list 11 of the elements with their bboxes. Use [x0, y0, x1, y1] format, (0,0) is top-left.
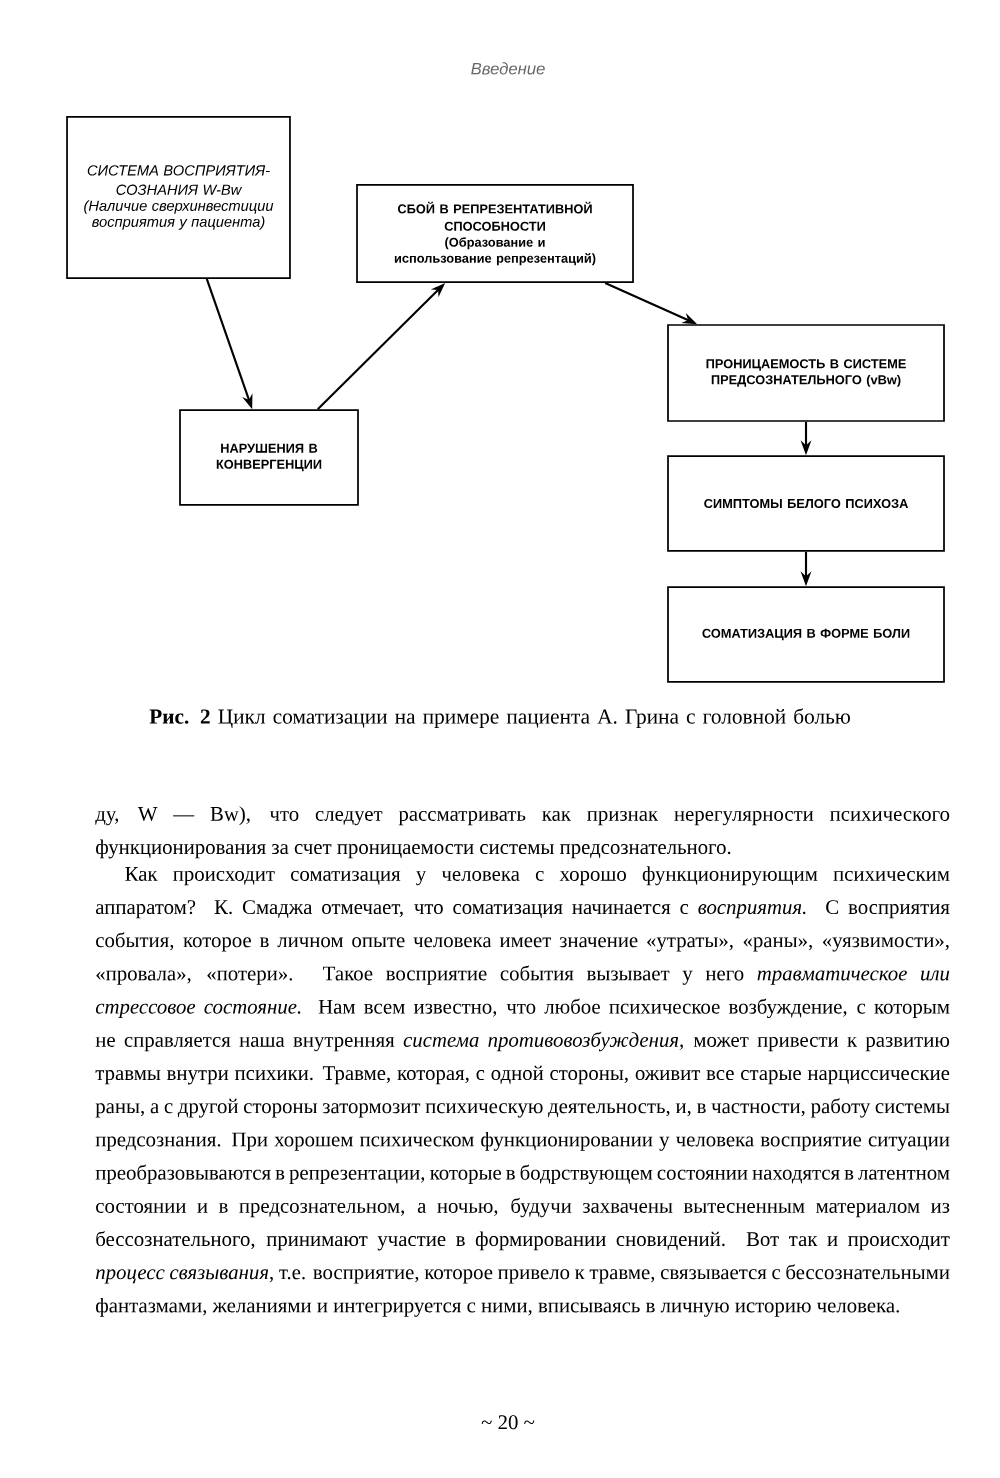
process-box: НАРУШЕНИЯ В КОНВЕРГЕНЦИИ: [179, 409, 359, 506]
process-box: СБОЙ В РЕПРЕЗЕНТАТИВНОЙ СПОСОБНОСТИ (Образование и использование репрезентаций): [356, 184, 634, 283]
page-number: ~ 20 ~: [481, 1415, 535, 1430]
process-box: СИМПТОМЫ БЕЛОГО ПСИХОЗА: [667, 455, 945, 552]
process-box: СИСТЕМА ВОСПРИЯТИЯ-СОЗНАНИЯ W-Bw (Наличие сверхинвестиции восприятия у пациента): [66, 116, 291, 279]
process-box: СОМАТИЗАЦИЯ В ФОРМЕ БОЛИ: [667, 586, 945, 683]
running-header: Введение: [471, 62, 545, 75]
body-paragraph: Как происходит соматизация у человека с хорошо функционирующим психическим аппаратом? К. Смаджа отмечает, что соматизация начинается с восприятия. С восприятия события, которое в личном опыте человека имеет значение «утраты», «раны», «уязвимости», «провала», «потери». Такое восприятие события вызывает у него травматическое или стрессовое состояние. Нам всем известно, что любое психическое возбуждение, с которым не справляется наша внутренняя система противовозбуждения, может привести к развитию травмы внутри психики. Травме, которая, с одной стороны, оживит все старые нарциссические раны, а с другой стороны затормозит психическую деятельность, и, в частности, работу системы предсознания. При хорошем психическом функционировании у человека восприятие ситуации преобразовываются в репрезентации, которые в бодрствующем состоянии находятся в латентном состоянии и в предсознательном, а ночью, будучи захвачены вытесненным материалом из бессознательного, принимают участие в формировании сновидений. Вот так и происходит процесс связывания, т.е. восприятие, которое привело к травме, связывается с бессознательными фантазмами, желаниями и интегрируется с ними, вписываясь в личную историю человека.: [95, 866, 950, 1317]
process-box: ПРОНИЦАЕМОСТЬ В СИСТЕМЕ ПРЕДСОЗНАТЕЛЬНОГО (vBw): [667, 324, 945, 422]
body-paragraph: ду, W — Bw), что следует рассматривать как признак нерегулярности психического функционирования за счет проницаемости системы предсознательного.: [95, 806, 950, 859]
figure-caption: Рис. 2 Цикл соматизации на примере пациента А. Грина с головной болью: [149, 708, 850, 729]
